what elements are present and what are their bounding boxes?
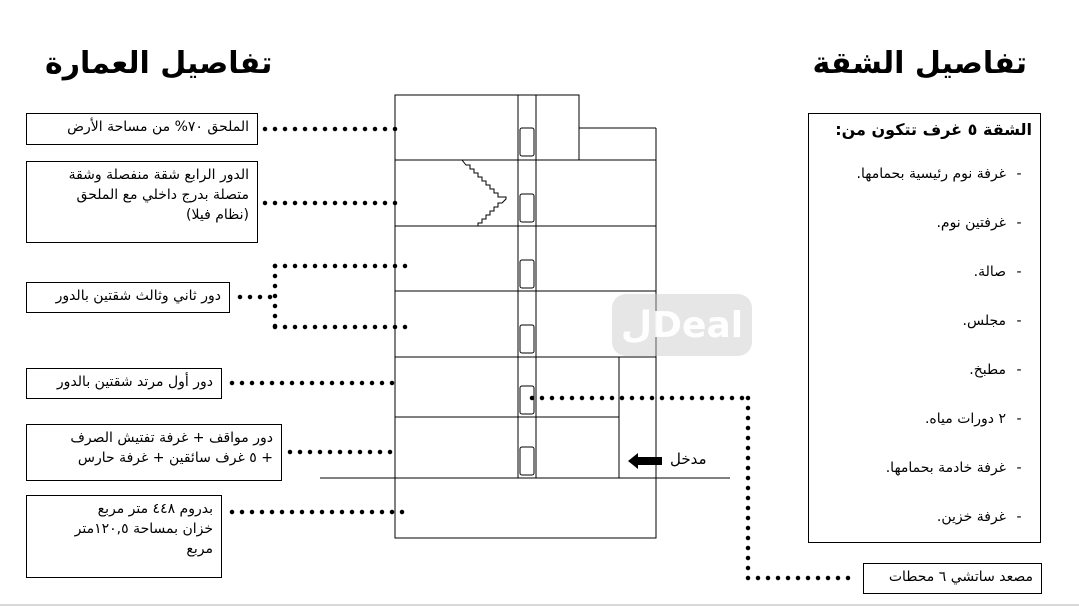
list-item: - غرفة خزين. (817, 492, 1032, 541)
list-item: - ٢ دورات مياه. (817, 394, 1032, 443)
fourth-floor-line-1: الدور الرابع شقة منفصلة وشقة (68, 167, 249, 183)
annex-label-box: الملحق ٧٠% من مساحة الأرض (26, 113, 258, 145)
entrance-arrow-icon (628, 453, 662, 469)
list-item-text: ٢ دورات مياه. (924, 410, 1006, 427)
list-item: - مطبخ. (817, 345, 1032, 394)
list-item: - مجلس. (817, 296, 1032, 345)
first-floor-label: دور أول مرتد شقتين بالدور (56, 374, 213, 390)
ground-floor-line-1: دور مواقف + غرفة تفتيش الصرف (70, 430, 273, 446)
basement-line-1: بدروم ٤٤٨ متر مربع (97, 501, 213, 517)
second-third-floor-label-box: دور ثاني وثالث شقتين بالدور (26, 282, 230, 313)
fourth-floor-line-3: (نظام فيلا) (186, 207, 249, 223)
deal-watermark-logo: لDeal (612, 294, 752, 356)
list-dash: - (1016, 214, 1022, 231)
list-item: - غرفتين نوم. (817, 198, 1032, 247)
list-item-text: غرفة خزين. (936, 508, 1006, 525)
list-item-text: غرفتين نوم. (936, 214, 1006, 231)
ground-floor-label-box: دور مواقف + غرفة تفتيش الصرف + ٥ غرف سائ… (26, 424, 282, 481)
entrance-label: مدخل (670, 450, 707, 468)
list-item-text: مطبخ. (969, 361, 1006, 378)
list-item: - غرفة نوم رئيسية بحمامها. (817, 149, 1032, 198)
annex-floor-outline (394, 94, 580, 161)
second-third-floor-label: دور ثاني وثالث شقتين بالدور (55, 288, 221, 304)
basement-line-3: مربع (186, 541, 213, 557)
slide-bottom-border (0, 604, 1079, 606)
list-dash: - (1016, 263, 1022, 280)
list-item-text: صالة. (973, 263, 1006, 280)
apartment-details-title: تفاصيل الشقة (812, 46, 1027, 81)
ground-floor-line-2: + ٥ غرف سائقين + غرفة حارس (77, 450, 273, 466)
list-dash: - (1016, 410, 1022, 427)
first-floor-label-box: دور أول مرتد شقتين بالدور (26, 368, 222, 399)
list-dash: - (1016, 459, 1022, 476)
basement-line-2: خزان بمساحة ١٢٠,٥متر (74, 521, 213, 537)
fourth-floor-label-box: الدور الرابع شقة منفصلة وشقة متصلة بدرج … (26, 161, 258, 243)
building-details-title: تفاصيل العمارة (45, 46, 273, 81)
list-item-text: غرفة نوم رئيسية بحمامها. (856, 165, 1006, 182)
apartment-heading: الشقة ٥ غرف تتكون من: (835, 120, 1032, 139)
list-dash: - (1016, 165, 1022, 182)
list-item: - صالة. (817, 247, 1032, 296)
internal-stair (461, 159, 507, 226)
list-dash: - (1016, 508, 1022, 525)
apartment-details-box: الشقة ٥ غرف تتكون من: - غرفة نوم رئيسية … (808, 113, 1041, 543)
list-item-text: مجلس. (962, 312, 1006, 329)
elevator-label: مصعد ساتشي ٦ محطات (888, 569, 1033, 585)
list-dash: - (1016, 312, 1022, 329)
fourth-floor-line-2: متصلة بدرج داخلي مع الملحق (76, 187, 249, 203)
list-dash: - (1016, 361, 1022, 378)
elevator-label-box: مصعد ساتشي ٦ محطات (863, 563, 1042, 594)
basement-outline (394, 477, 657, 539)
list-item-text: غرفة خادمة بحمامها. (885, 459, 1006, 476)
annex-label: الملحق ٧٠% من مساحة الأرض (67, 119, 249, 135)
basement-label-box: بدروم ٤٤٨ متر مربع خزان بمساحة ١٢٠,٥متر … (26, 495, 222, 578)
list-item: - غرفة خادمة بحمامها. (817, 443, 1032, 492)
